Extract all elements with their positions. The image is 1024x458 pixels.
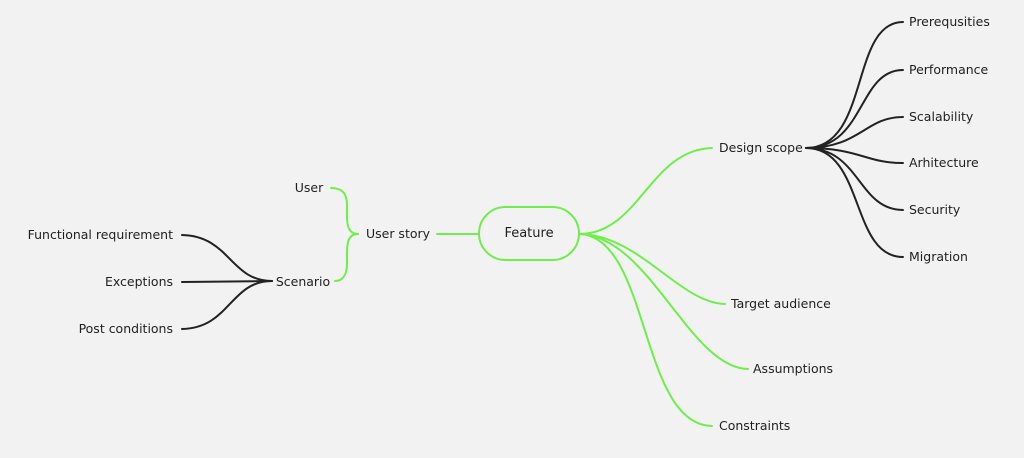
node-scalability[interactable]: Scalability bbox=[909, 109, 974, 124]
edge-design-scalability bbox=[805, 116, 904, 149]
node-design-scope[interactable]: Design scope bbox=[719, 140, 803, 155]
edge-design-performance bbox=[805, 69, 904, 149]
node-prerequisites[interactable]: Prerequsities bbox=[909, 14, 990, 29]
node-constraints[interactable]: Constraints bbox=[719, 418, 791, 433]
edge-scenario-functional bbox=[181, 234, 273, 282]
node-migration[interactable]: Migration bbox=[909, 249, 968, 264]
node-target-audience[interactable]: Target audience bbox=[731, 296, 831, 311]
edge-scenario-exceptions bbox=[181, 280, 273, 283]
edge-user-story-user bbox=[330, 187, 359, 235]
edge-feature-target-audience bbox=[580, 233, 726, 305]
node-architecture[interactable]: Arhitecture bbox=[909, 155, 979, 170]
node-user[interactable]: User bbox=[294, 180, 324, 195]
edge-user-story-scenario bbox=[334, 233, 359, 282]
edge-feature-design-scope bbox=[580, 147, 713, 235]
node-assumptions[interactable]: Assumptions bbox=[753, 361, 834, 376]
edge-design-architecture bbox=[805, 147, 904, 164]
node-post-conditions[interactable]: Post conditions bbox=[78, 321, 173, 336]
edge-design-security bbox=[805, 147, 904, 211]
edge-design-migration bbox=[805, 147, 904, 258]
node-user-story[interactable]: User story bbox=[365, 226, 431, 241]
node-exceptions[interactable]: Exceptions bbox=[104, 274, 173, 289]
node-scenario[interactable]: Scenario bbox=[275, 274, 331, 289]
edge-scenario-post-conditions bbox=[181, 280, 273, 330]
edge-feature-assumptions bbox=[580, 233, 749, 370]
root-node-label: Feature bbox=[504, 226, 554, 241]
edge-design-prerequisites bbox=[805, 21, 904, 149]
node-functional-requirement[interactable]: Functional requirement bbox=[27, 227, 173, 242]
edge-feature-constraints bbox=[580, 233, 713, 427]
node-performance[interactable]: Performance bbox=[909, 62, 989, 77]
node-security[interactable]: Security bbox=[909, 202, 961, 217]
root-node-feature[interactable]: Feature bbox=[478, 206, 580, 261]
